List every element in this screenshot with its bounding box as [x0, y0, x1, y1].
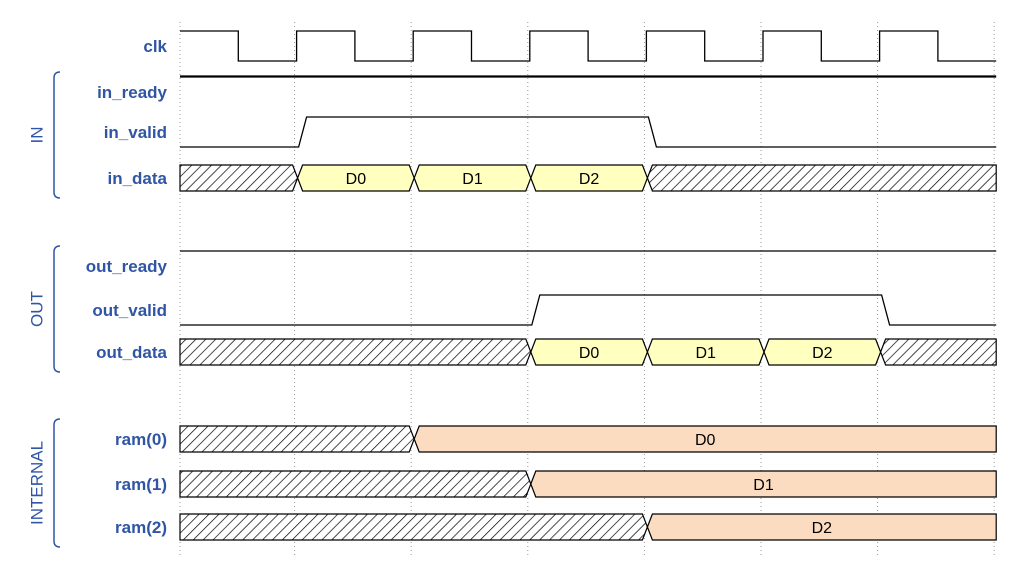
- grid-lines: [179, 22, 995, 555]
- signal-label-in_valid: in_valid: [104, 123, 167, 142]
- bus-value-segment: [646, 513, 997, 541]
- waveform-in_valid: [180, 116, 997, 148]
- bus-value-label: D2: [812, 520, 833, 537]
- group-bracket: [53, 71, 61, 199]
- bus-value-segment: [530, 470, 997, 498]
- signal-label-in_data: in_data: [107, 169, 167, 188]
- bus-value-label: D0: [346, 171, 367, 188]
- bus-unknown-segment: [879, 338, 997, 366]
- waveform-ram0: D0: [179, 425, 997, 453]
- bus-unknown-segment: [179, 513, 649, 541]
- waveform-in_data: D0 D1 D2: [179, 164, 997, 192]
- clock-waveform: [180, 30, 997, 62]
- waveform-ram2: D2: [179, 513, 997, 541]
- group-label-internal: INTERNAL: [27, 441, 46, 525]
- bus-unknown-segment: [179, 164, 299, 192]
- bus-value-segment: [413, 425, 997, 453]
- bus-value-label: D0: [579, 345, 600, 362]
- signal-label-out_data: out_data: [96, 343, 167, 362]
- bus-unknown-segment: [646, 164, 997, 192]
- bus-unknown-segment: [179, 470, 532, 498]
- signal-label-ram2: ram(2): [115, 518, 167, 537]
- bit-waveform: [180, 116, 997, 148]
- waveform-ram1: D1: [179, 470, 997, 498]
- signal-label-out_valid: out_valid: [92, 301, 167, 320]
- signal-labels: clk in_ready in_valid in_data out_ready out_v…: [86, 37, 168, 537]
- bit-waveform: [180, 294, 997, 326]
- group-bracket: [53, 418, 61, 548]
- bus-value-label: D1: [695, 345, 716, 362]
- waveform-out_data: D0 D1 D2: [179, 338, 997, 366]
- group-bracket: [53, 245, 61, 373]
- group-brackets: IN OUT INTERNAL: [27, 71, 61, 548]
- waveform-clk: [180, 30, 997, 77]
- bus-unknown-segment: [179, 338, 532, 366]
- signal-label-out_ready: out_ready: [86, 257, 168, 276]
- bus-value-label: D1: [753, 477, 774, 494]
- signal-label-ram0: ram(0): [115, 430, 167, 449]
- waveform-out_valid: [180, 294, 997, 326]
- bus-unknown-segment: [179, 425, 415, 453]
- bus-value-label: D1: [462, 171, 483, 188]
- signal-label-clk: clk: [143, 37, 167, 56]
- group-label-out: OUT: [27, 291, 46, 327]
- bus-value-label: D2: [812, 345, 833, 362]
- bus-value-label: D0: [695, 432, 716, 449]
- group-label-in: IN: [27, 127, 46, 144]
- bus-value-label: D2: [579, 171, 600, 188]
- signal-label-ram1: ram(1): [115, 475, 167, 494]
- signal-label-in_ready: in_ready: [97, 83, 167, 102]
